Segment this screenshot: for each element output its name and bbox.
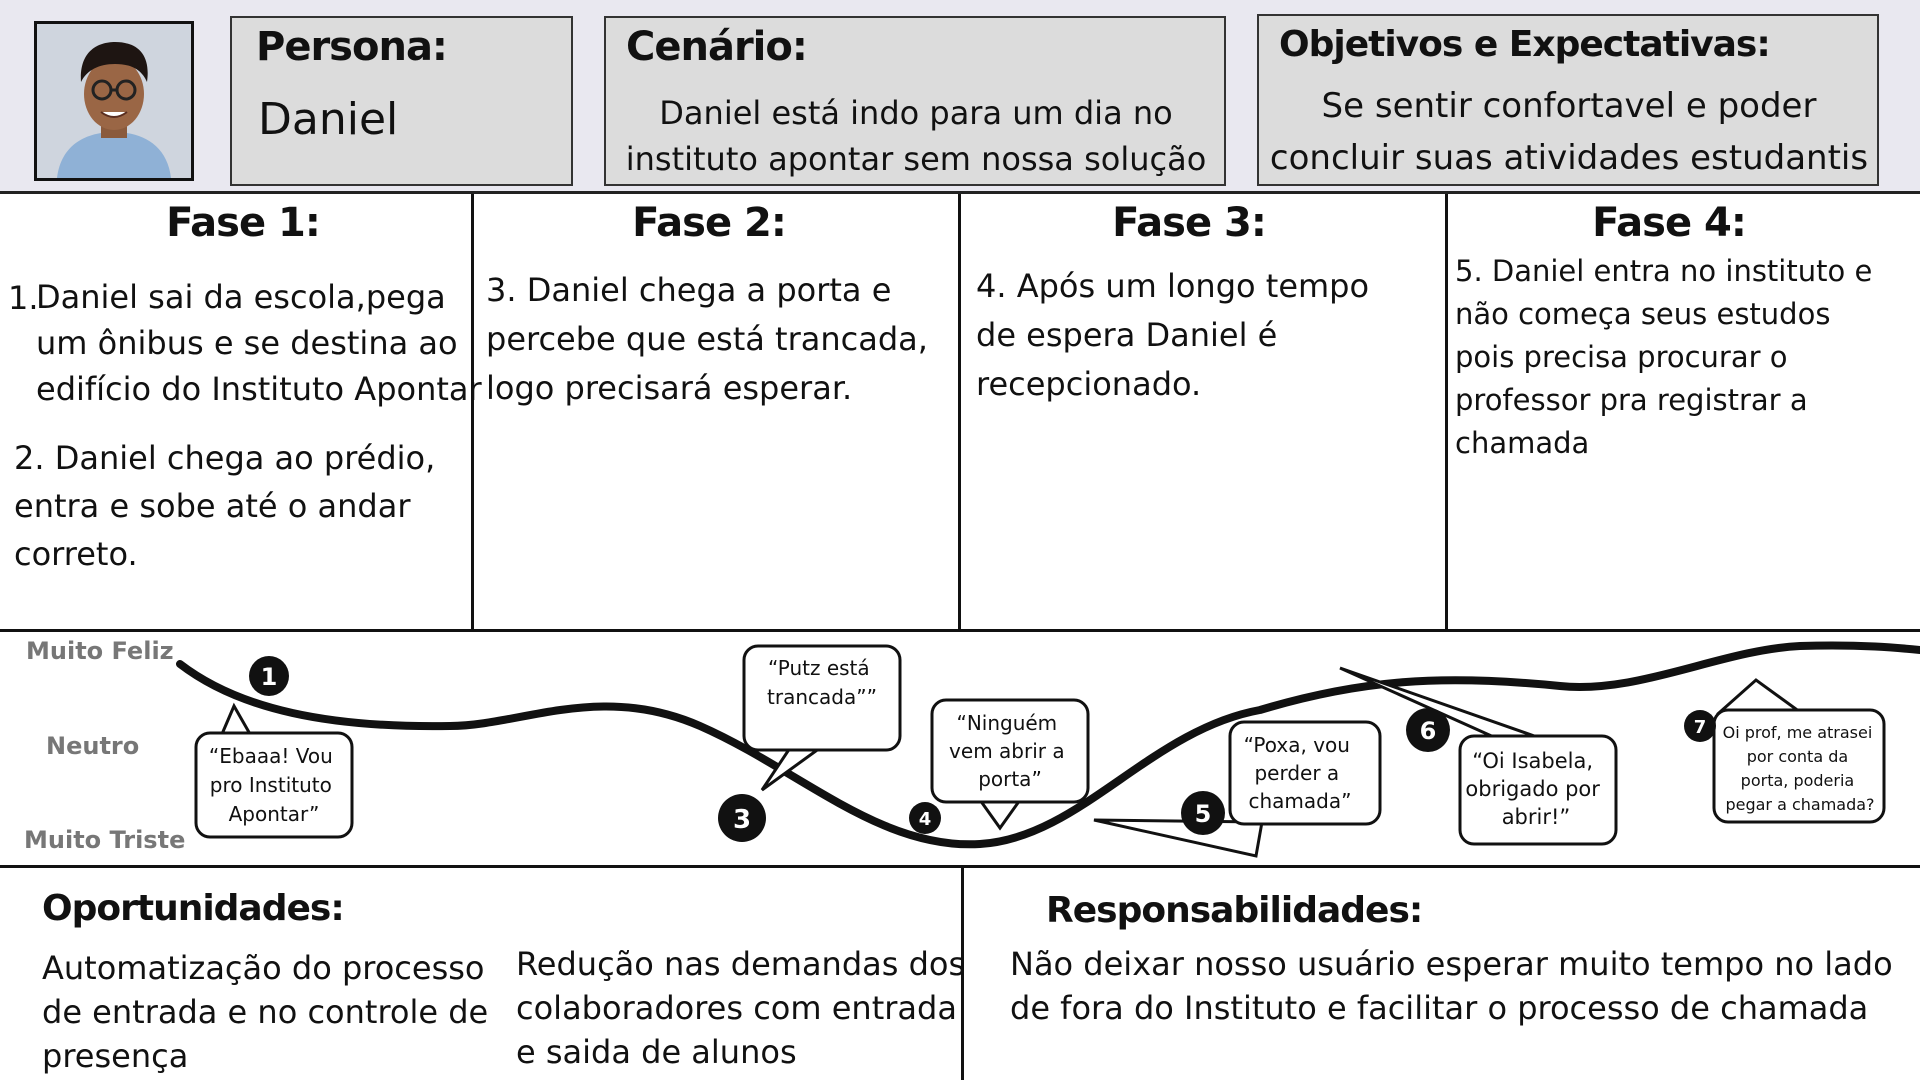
svg-text:6: 6 (1420, 717, 1437, 745)
header-divider (0, 191, 1920, 194)
step-3-quote: “Putz está trancada”” (767, 656, 877, 709)
objetivos-title: Objetivos e Expectativas: (1279, 24, 1771, 65)
phase-divider-1 (471, 194, 474, 630)
oportunidades-item-2: Redução nas demandas dos colaboradores c… (516, 945, 966, 1071)
phase-3-text: 4. Após um longo tempo de espera Daniel … (976, 267, 1370, 403)
step-5-bubble-tail (1093, 818, 1264, 858)
phase-divider-2 (958, 194, 961, 630)
step-4-bubble: “Ninguém vem abrir a porta” (930, 698, 1090, 831)
phase-1-item-1-number: 1. (8, 279, 39, 317)
step-4-bubble-tail (977, 798, 1023, 831)
phase-4-text: 5. Daniel entra no instituto e não começ… (1455, 254, 1873, 460)
step-7-bubble-tail (1716, 678, 1805, 714)
persona-title: Persona: (256, 24, 448, 70)
step-3-bubble: “Putz está trancada”” (742, 644, 902, 792)
svg-text:5: 5 (1195, 800, 1212, 828)
emotion-curve (176, 641, 1920, 849)
svg-text:3: 3 (733, 805, 751, 835)
persona-avatar (37, 24, 191, 178)
step-5-marker: 5 (1181, 791, 1225, 835)
step-1-bubble: “Ebaaa! Vou pro Instituto Apontar” (194, 702, 354, 839)
step-6-bubble: “Oi Isabela, obrigado por abrir!” (1339, 666, 1618, 846)
persona-photo (34, 21, 194, 181)
step-4-bubble-box (930, 698, 1090, 804)
step-3-bubble-box (742, 644, 902, 752)
step-1-quote: “Ebaaa! Vou pro Instituto Apontar” (209, 744, 339, 826)
step-5-quote: “Poxa, vou perder a chamada” (1244, 733, 1357, 813)
journey-bottom-line (0, 865, 1920, 868)
step-7-bubble-box (1712, 708, 1886, 824)
bottom-divider (961, 866, 964, 1080)
step-1-bubble-tail (219, 702, 253, 736)
step-1-bubble-box (194, 731, 354, 839)
phase-2-text: 3. Daniel chega a porta e percebe que es… (486, 271, 928, 407)
step-6-bubble-box (1458, 734, 1618, 846)
step-7-marker: 7 (1684, 710, 1716, 742)
objetivos-box: Objetivos e Expectativas: Se sentir conf… (1257, 14, 1879, 186)
emotion-label-mid: Neutro (46, 732, 140, 760)
cenario-title: Cenário: (626, 24, 808, 70)
cenario-text: Daniel está indo para um dia no institut… (625, 94, 1207, 178)
persona-name: Daniel (258, 94, 399, 145)
cenario-box: Cenário: Daniel está indo para um dia no… (604, 16, 1226, 186)
emotion-curve-diagram: “Ebaaa! Vou pro Instituto Apontar” 1 “Pu… (176, 641, 1920, 858)
svg-text:1: 1 (261, 663, 278, 691)
objetivos-text: Se sentir confortavel e poder concluir s… (1269, 86, 1869, 178)
step-5-bubble: “Poxa, vou perder a chamada” (1093, 720, 1382, 858)
phases-bottom-line (0, 629, 1920, 632)
emotion-label-low: Muito Triste (24, 826, 186, 854)
svg-text:7: 7 (1694, 717, 1707, 738)
phase-divider-3 (1445, 194, 1448, 630)
step-4-marker: 4 (909, 802, 941, 834)
phase-1-item-1-text: Daniel sai da escola,pega um ônibus e se… (36, 278, 482, 408)
step-6-marker: 6 (1406, 708, 1450, 752)
step-4-quote: “Ninguém vem abrir a porta” (949, 711, 1071, 791)
step-6-quote: “Oi Isabela, obrigado por abrir!” (1465, 749, 1606, 829)
phase-3-title: Fase 3: (1112, 200, 1267, 246)
responsabilidades-title: Responsabilidades: (1046, 890, 1423, 931)
step-3-marker: 3 (718, 794, 766, 842)
oportunidades-title: Oportunidades: (42, 888, 345, 929)
step-7-bubble: Oi prof, me atrasei por conta da porta, … (1712, 678, 1886, 824)
phase-2-title: Fase 2: (632, 200, 787, 246)
oportunidades-item-1: Automatização do processo de entrada e n… (42, 949, 489, 1075)
persona-box: Persona: Daniel (230, 16, 573, 186)
emotion-label-high: Muito Feliz (26, 637, 174, 665)
phase-1-item-2-text: 2. Daniel chega ao prédio, entra e sobe … (14, 439, 436, 573)
svg-text:4: 4 (919, 809, 932, 830)
step-1-marker: 1 (249, 656, 289, 696)
phase-4-title: Fase 4: (1592, 200, 1747, 246)
phase-1-title: Fase 1: (166, 200, 321, 246)
step-5-bubble-box (1228, 720, 1382, 826)
step-7-quote: Oi prof, me atrasei por conta da porta, … (1723, 723, 1878, 814)
responsabilidades-text: Não deixar nosso usuário esperar muito t… (1010, 945, 1893, 1027)
